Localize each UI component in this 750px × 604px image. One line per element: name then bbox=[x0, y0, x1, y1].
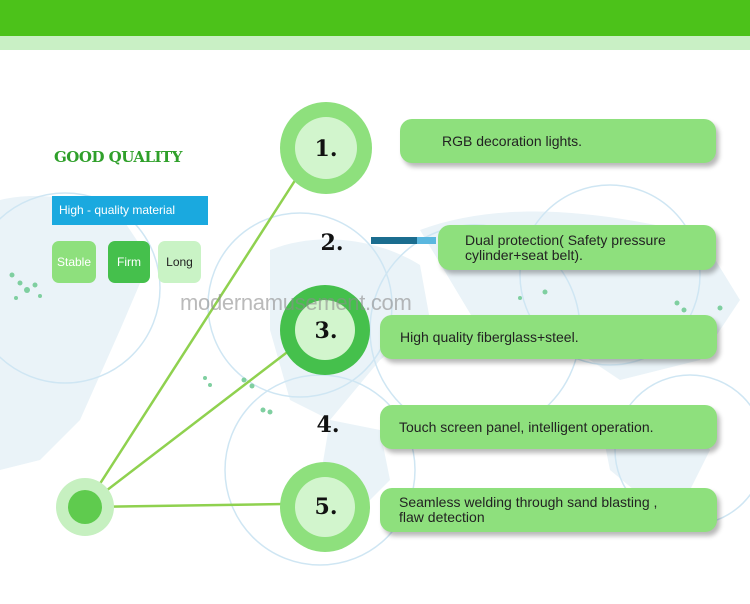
top-banner-bar bbox=[0, 0, 750, 36]
tag-stable: Stable bbox=[52, 241, 96, 283]
number-circle-1-inner bbox=[295, 117, 357, 179]
feature-number-4: 4. bbox=[316, 412, 340, 438]
feature-number-3: 3. bbox=[314, 318, 338, 344]
feature-pill-4: Touch screen panel, intelligent operatio… bbox=[380, 405, 717, 449]
feature-pill-2: Dual protection( Safety pressure cylinde… bbox=[438, 225, 716, 270]
top-banner-strip bbox=[0, 36, 750, 50]
hub-inner-circle bbox=[68, 490, 102, 524]
feature-number-5: 5. bbox=[314, 494, 338, 520]
connector-line-1 bbox=[83, 167, 305, 508]
tag-long: Long bbox=[158, 241, 201, 283]
feature-pill-5: Seamless welding through sand blasting ,… bbox=[380, 488, 717, 532]
feature-number-1: 1. bbox=[314, 136, 338, 162]
connector-line-3 bbox=[84, 349, 291, 508]
feature-text-2: Dual protection( Safety pressure cylinde… bbox=[465, 231, 666, 263]
feature-text-5: Seamless welding through sand blasting ,… bbox=[399, 494, 658, 525]
material-label-bar: High - quality material bbox=[52, 196, 208, 225]
good-quality-heading: GOOD QUALITY bbox=[54, 148, 182, 166]
watermark-text: modernamusement.com bbox=[180, 290, 412, 315]
number-circle-5-inner bbox=[295, 477, 355, 537]
feature-text-3: High quality fiberglass+steel. bbox=[400, 328, 579, 345]
connector-line-5 bbox=[84, 502, 286, 509]
feature-text-1: RGB decoration lights. bbox=[442, 132, 583, 149]
number-circle-3-inner bbox=[295, 300, 355, 360]
blue-bar-light bbox=[417, 237, 436, 244]
feature-pill-1: RGB decoration lights. bbox=[400, 119, 716, 163]
blue-bar-dark bbox=[371, 237, 417, 244]
tag-firm: Firm bbox=[108, 241, 150, 283]
feature-pill-3: High quality fiberglass+steel. bbox=[380, 315, 717, 359]
feature-text-4: Touch screen panel, intelligent operatio… bbox=[399, 418, 654, 435]
feature-number-2: 2. bbox=[320, 230, 344, 256]
